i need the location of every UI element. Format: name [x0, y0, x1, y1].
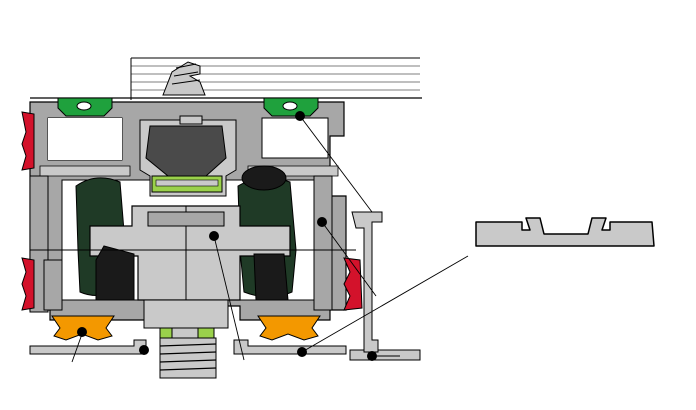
callout-dot-7: [367, 351, 377, 361]
screw-head: [162, 61, 206, 96]
right-wall: [313, 175, 333, 311]
callout-dot-4: [77, 327, 87, 337]
panel-lines: [30, 57, 422, 100]
screw-shaft: [159, 337, 217, 379]
center-block: [139, 115, 237, 197]
slider-body: [89, 205, 291, 339]
callout-dot-1: [295, 111, 305, 121]
right-frame-profile: [351, 211, 383, 353]
bottom-rails: [29, 339, 421, 361]
detail-profile: [475, 217, 655, 247]
callout-lines: [71, 115, 469, 363]
callout-dot-6: [297, 347, 307, 357]
callout-dot-5: [139, 345, 149, 355]
callout-dots: [77, 111, 377, 361]
callout-dot-3: [209, 231, 219, 241]
green-seals: [57, 97, 319, 117]
callout-dot-2: [317, 217, 327, 227]
